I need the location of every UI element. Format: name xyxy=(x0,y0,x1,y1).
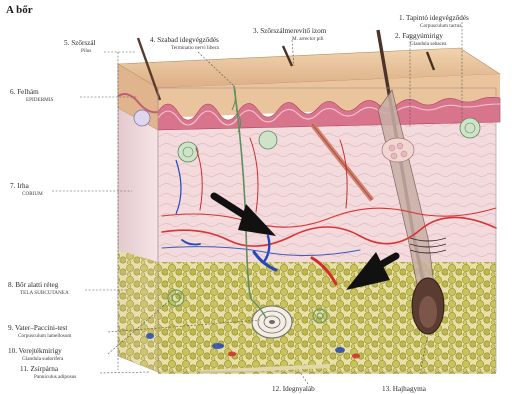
svg-text:8. Bőr alatti réteg: 8. Bőr alatti réteg xyxy=(8,281,59,289)
svg-text:Glandula sebacea: Glandula sebacea xyxy=(410,41,447,47)
pacinian-corpuscle xyxy=(252,306,292,338)
label-sweat-gland: 10. Verejtékmirigy Glandula sudorifera xyxy=(8,347,64,362)
tactile-corpuscle-left xyxy=(178,142,198,162)
svg-text:Pilus: Pilus xyxy=(81,48,91,54)
svg-text:4. Szabad idegvégződés: 4. Szabad idegvégződés xyxy=(150,36,219,44)
label-hair: 5. Szőrszál Pilus xyxy=(64,39,96,54)
label-nerve-bundle: 12. Idegnyaláb xyxy=(272,385,315,393)
svg-text:Corpusculum lamellosum: Corpusculum lamellosum xyxy=(18,333,71,339)
svg-text:3. Szőrszálmerevítő izom: 3. Szőrszálmerevítő izom xyxy=(253,27,327,35)
svg-text:5. Szőrszál: 5. Szőrszál xyxy=(64,39,96,47)
side-nerve-loop xyxy=(134,110,150,126)
svg-text:Glandula sudorifera: Glandula sudorifera xyxy=(22,355,64,362)
svg-text:1. Tapintó idegvégződés: 1. Tapintó idegvégződés xyxy=(399,14,469,22)
label-tactile-corpuscle: 1. Tapintó idegvégződés Corpusculum tact… xyxy=(399,14,469,29)
label-corium: 7. Irha CORIUM xyxy=(10,182,43,197)
label-hair-bulb: 13. Hajhagyma xyxy=(382,385,427,393)
svg-text:CORIUM: CORIUM xyxy=(22,191,43,197)
svg-text:7. Irha: 7. Irha xyxy=(10,182,30,190)
svg-text:9. Vater–Paccini-test: 9. Vater–Paccini-test xyxy=(8,324,67,332)
tactile-corpuscle-right xyxy=(460,118,480,138)
svg-text:Corpusculum tactus: Corpusculum tactus xyxy=(420,23,461,29)
label-arrector-pili: 3. Szőrszálmerevítő izom M. arrector pil… xyxy=(253,27,327,42)
svg-text:EPIDERMIS: EPIDERMIS xyxy=(26,97,53,103)
svg-text:11. Zsírpárna: 11. Zsírpárna xyxy=(20,365,59,373)
label-sebaceous-gland: 2. Faggyúmirigy Glandula sebacea xyxy=(395,32,447,47)
tactile-corpuscle-mid xyxy=(259,131,277,149)
svg-text:Panniculus adiposus: Panniculus adiposus xyxy=(34,374,76,380)
svg-text:2. Faggyúmirigy: 2. Faggyúmirigy xyxy=(395,32,443,40)
label-fat-pad: 11. Zsírpárna Panniculus adiposus xyxy=(20,365,76,380)
label-free-nerve-ending: 4. Szabad idegvégződés Terminatio nervi … xyxy=(150,36,219,51)
svg-text:10. Verejtékmirigy: 10. Verejtékmirigy xyxy=(8,347,62,355)
svg-text:TELA SUBCUTANEA: TELA SUBCUTANEA xyxy=(20,290,69,296)
label-pacinian: 9. Vater–Paccini-test Corpusculum lamell… xyxy=(8,324,71,339)
diagram-title: A bőr xyxy=(6,4,33,16)
svg-text:Terminatio nervi libera: Terminatio nervi libera xyxy=(171,45,219,51)
sebaceous-gland xyxy=(382,138,414,162)
side-fat xyxy=(118,250,158,372)
label-epidermis: 6. Felhám EPIDERMIS xyxy=(10,88,53,103)
label-subcutaneous: 8. Bőr alatti réteg TELA SUBCUTANEA xyxy=(8,281,69,296)
svg-text:6. Felhám: 6. Felhám xyxy=(10,88,39,96)
svg-text:M. arrector pili: M. arrector pili xyxy=(292,36,324,42)
